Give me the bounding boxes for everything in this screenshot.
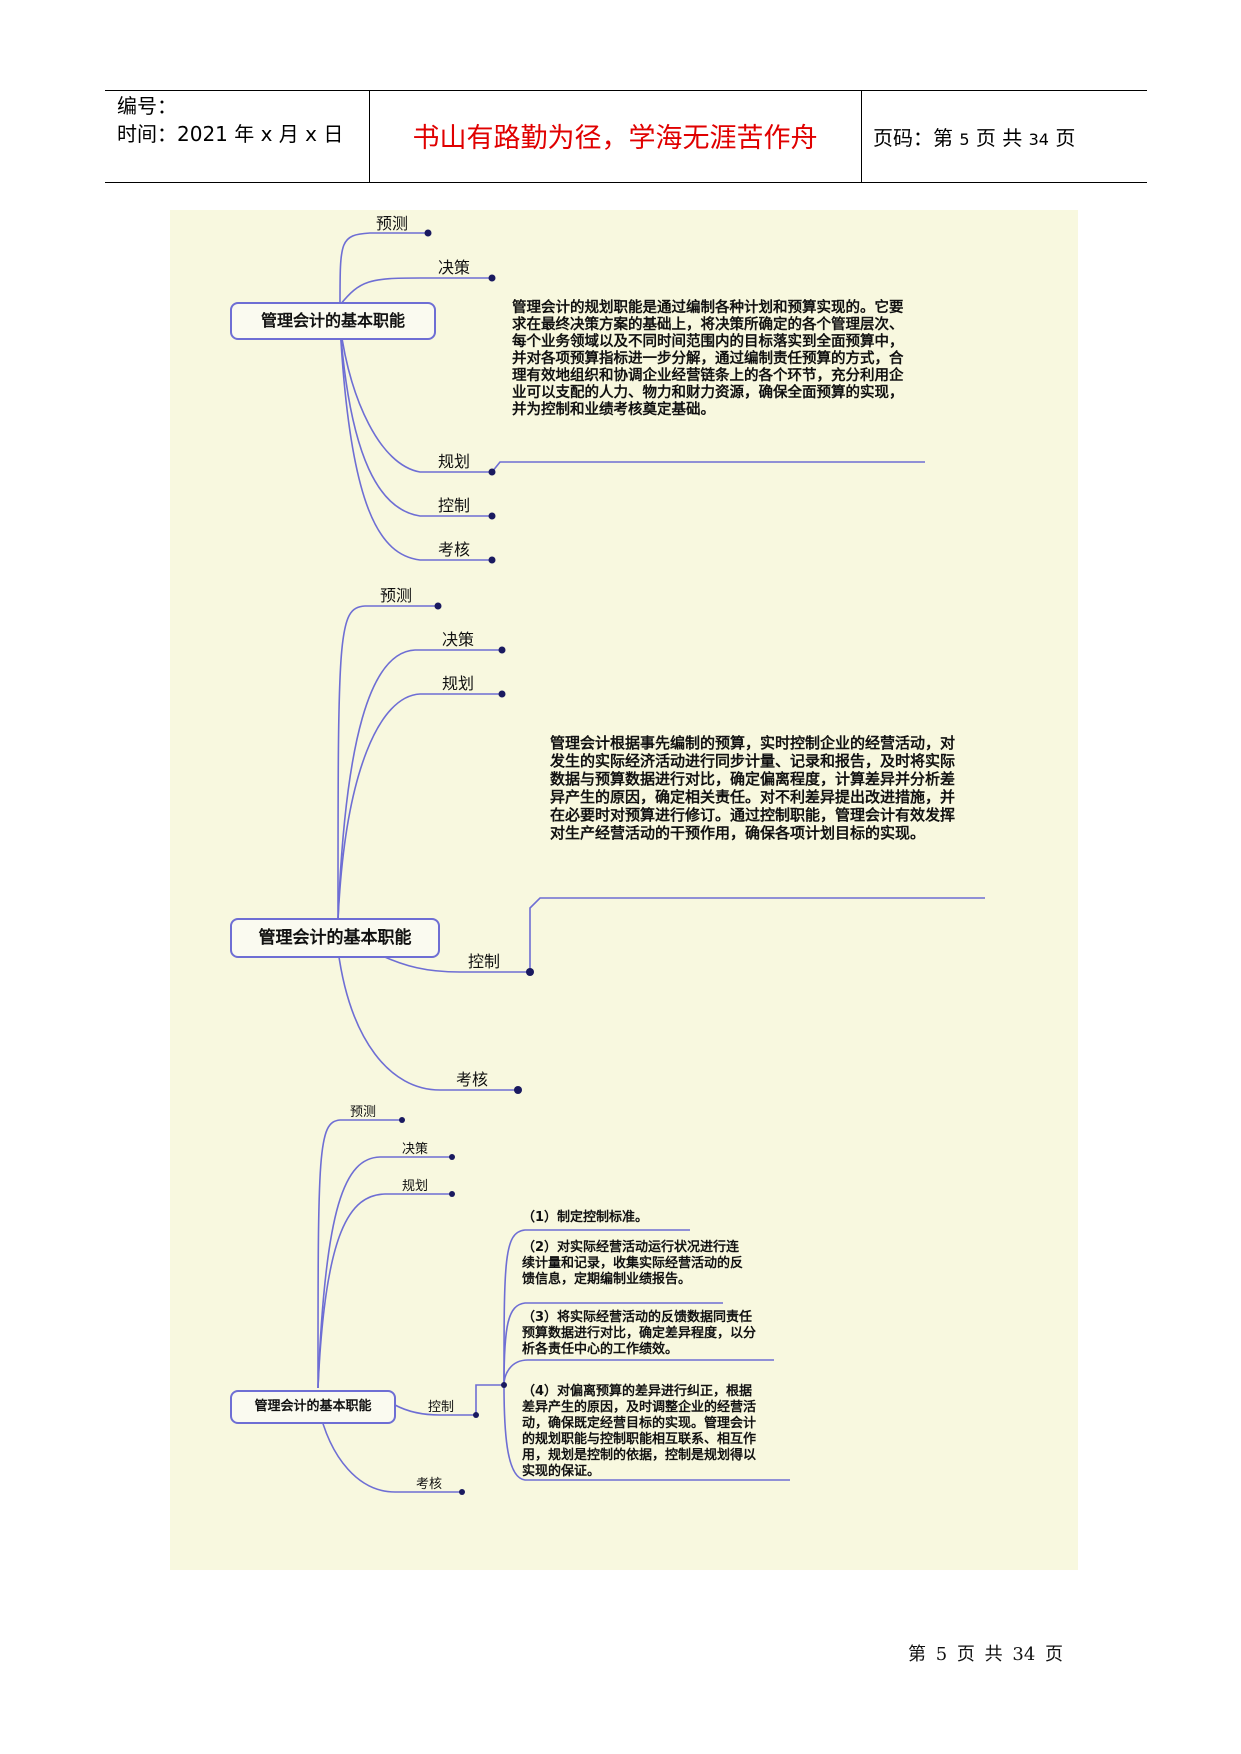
header-divider <box>369 90 370 182</box>
branch-line <box>339 324 492 561</box>
branch-line <box>317 1119 402 1389</box>
branch-line <box>337 693 502 921</box>
page-mid: 页 共 <box>975 126 1023 150</box>
branch-label-control: 控制 <box>428 1400 454 1415</box>
node-dot <box>488 512 496 520</box>
page-footer: 第 5 页 共 34 页 <box>908 1640 1063 1666</box>
node-dot <box>501 1382 507 1388</box>
branch-line <box>339 324 492 517</box>
time-label: 时间：2021 年 x 月 x 日 <box>117 122 344 146</box>
control-item: （2）对实际经营活动运行状况进行连续计量和记录，收集实际经营活动的反馈信息，定期… <box>522 1240 744 1287</box>
bracket-line <box>503 1359 774 1386</box>
node-dot <box>434 602 442 610</box>
footer-suffix: 页 <box>1045 1644 1064 1665</box>
branch-line <box>337 605 438 921</box>
node-dot <box>498 690 506 698</box>
node-dot <box>488 556 496 564</box>
branch-label-decision: 决策 <box>442 630 474 649</box>
branch-line <box>394 1404 476 1416</box>
page-current: 5 <box>959 130 970 149</box>
node-dot <box>449 1154 455 1160</box>
mindmap-canvas: 预测 决策 规划 控制 考核 预测 决策 规划 控制 考核 预测 决策 规划 控… <box>170 210 1078 1570</box>
bracket-line <box>503 1384 790 1481</box>
header-motto: 书山有路勤为径，学海无涯苦作舟 <box>412 123 818 154</box>
footer-mid: 页 共 <box>956 1644 1003 1665</box>
branch-label-planning: 规划 <box>442 674 474 693</box>
branch-label-forecast: 预测 <box>380 586 412 605</box>
node-dot <box>526 968 534 976</box>
node-dot <box>459 1489 465 1495</box>
node-dot <box>514 1086 522 1094</box>
note-underline <box>529 897 985 972</box>
page-prefix: 页码：第 <box>873 126 953 150</box>
node-dot <box>449 1191 455 1197</box>
note-underline <box>491 461 925 473</box>
branch-label-assessment: 考核 <box>438 540 470 559</box>
branch-line <box>317 1404 462 1493</box>
mindmap-diagrams: 预测 决策 规划 控制 考核 预测 决策 规划 控制 考核 预测 决策 规划 控… <box>317 214 985 1495</box>
branch-line <box>475 1384 504 1415</box>
branch-label-forecast: 预测 <box>350 1105 376 1120</box>
branch-label-decision: 决策 <box>402 1141 428 1157</box>
node-dot <box>399 1117 405 1123</box>
header-top-rule <box>105 90 1147 91</box>
root-node: 管理会计的基本职能 <box>230 1390 396 1424</box>
root-node: 管理会计的基本职能 <box>230 918 440 958</box>
header-bottom-rule <box>105 182 1147 183</box>
control-item: （3）将实际经营活动的反馈数据同责任预算数据进行对比，确定差异程度，以分析各责任… <box>522 1310 757 1357</box>
node-dot <box>473 1412 479 1418</box>
branch-line <box>317 1156 452 1389</box>
branch-label-assessment: 考核 <box>456 1070 488 1089</box>
branch-label-control: 控制 <box>468 952 500 971</box>
branch-label-assessment: 考核 <box>416 1477 442 1492</box>
footer-prefix: 第 <box>908 1644 926 1665</box>
bracket-line <box>503 1302 723 1386</box>
branch-line <box>317 1193 452 1389</box>
branch-label-forecast: 预测 <box>376 214 408 233</box>
control-item: （4）对偏离预算的差异进行纠正，根据差异产生的原因，及时调整企业的经营活动，确保… <box>522 1384 757 1479</box>
page-total: 34 <box>1028 130 1049 149</box>
header-meta: 编号： 时间：2021 年 x 月 x 日 <box>117 92 343 148</box>
footer-total: 34 <box>1012 1644 1036 1665</box>
planning-note: 管理会计的规划职能是通过编制各种计划和预算实现的。它要求在最终决策方案的基础上，… <box>512 300 904 418</box>
page-header: 编号： 时间：2021 年 x 月 x 日 书山有路勤为径，学海无涯苦作舟 页码… <box>105 90 1147 183</box>
footer-current: 5 <box>935 1644 948 1665</box>
branch-line <box>339 324 492 473</box>
control-note: 管理会计根据事先编制的预算，实时控制企业的经营活动，对发生的实际经济活动进行同步… <box>550 734 956 842</box>
node-dot <box>488 468 496 476</box>
root-node: 管理会计的基本职能 <box>230 302 436 340</box>
branch-line <box>339 277 492 306</box>
node-dot <box>488 274 496 282</box>
bracket-line <box>503 1229 690 1386</box>
branch-label-decision: 决策 <box>438 258 470 277</box>
node-dot <box>424 229 432 237</box>
branch-label-planning: 规划 <box>438 452 470 471</box>
number-label: 编号： <box>117 94 177 118</box>
branch-line <box>337 649 502 921</box>
page-suffix: 页 <box>1055 126 1076 150</box>
branch-label-control: 控制 <box>438 496 470 515</box>
branch-line <box>339 232 428 306</box>
node-dot <box>498 646 506 654</box>
branch-line <box>337 949 518 1091</box>
header-page-info: 页码：第 5 页 共 34 页 <box>873 122 1075 151</box>
branch-label-planning: 规划 <box>402 1179 428 1194</box>
header-divider <box>861 90 862 182</box>
control-item: （1）制定控制标准。 <box>522 1210 649 1225</box>
